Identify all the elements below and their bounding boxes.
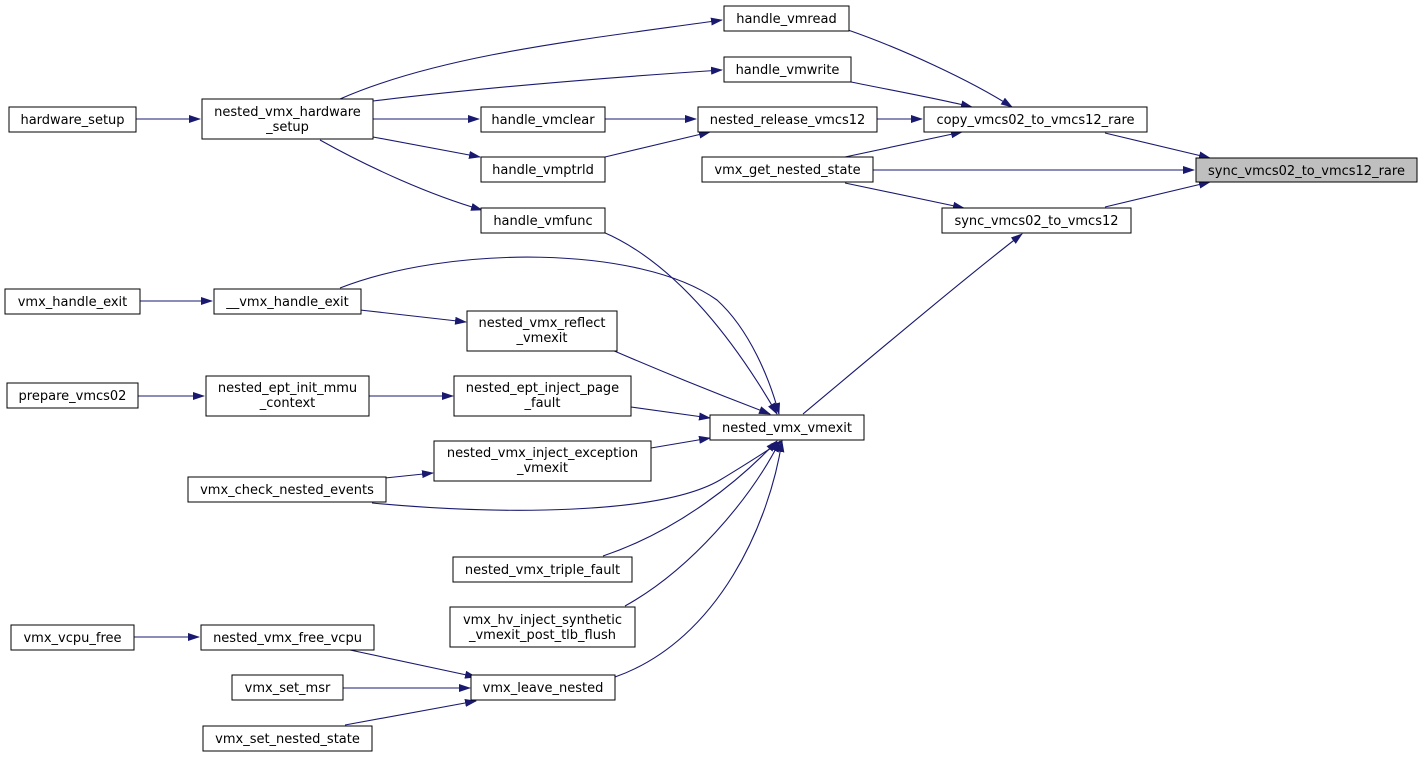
node-nested-ept-inject-page-fault[interactable]: nested_ept_inject_page _fault bbox=[453, 375, 632, 417]
svg-text:copy_vmcs02_to_vmcs12_rare: copy_vmcs02_to_vmcs12_rare bbox=[936, 113, 1134, 128]
edge-hw-to-vmfunc bbox=[319, 139, 483, 211]
edge-copy-rare-to-root bbox=[1104, 132, 1211, 160]
node-vmx-hv-inject-synthetic-vmexit[interactable]: vmx_hv_inject_synthetic _vmexit_post_tlb… bbox=[449, 606, 636, 648]
edge-vmptrld-to-release bbox=[604, 130, 711, 158]
svg-text:vmx_leave_nested: vmx_leave_nested bbox=[483, 681, 604, 696]
edge-leave-nested-to-vmexit bbox=[614, 440, 785, 678]
node-nested-vmx-free-vcpu[interactable]: nested_vmx_free_vcpu bbox=[200, 624, 375, 651]
svg-text:prepare_vmcs02: prepare_vmcs02 bbox=[19, 389, 127, 404]
edge-get-nested-state-to-copy-rare bbox=[844, 130, 963, 158]
node-vmx-handle-exit[interactable]: vmx_handle_exit bbox=[4, 288, 141, 315]
node-nested-release-vmcs12[interactable]: nested_release_vmcs12 bbox=[697, 106, 878, 133]
edge-handle-exit-to-vmexit bbox=[339, 256, 781, 415]
node-handle-vmfunc[interactable]: handle_vmfunc bbox=[480, 207, 606, 234]
node-handle-vmptrld[interactable]: handle_vmptrld bbox=[480, 156, 606, 183]
svg-text:_vmexit: _vmexit bbox=[516, 461, 568, 476]
svg-text:nested_vmx_vmexit: nested_vmx_vmexit bbox=[722, 421, 852, 436]
svg-text:handle_vmfunc: handle_vmfunc bbox=[493, 214, 592, 229]
edge-vmexit-to-sync bbox=[802, 233, 1023, 415]
node-handle-vmwrite[interactable]: handle_vmwrite bbox=[723, 56, 852, 83]
edge-hw-to-vmwrite bbox=[372, 66, 723, 102]
edge-check-events-to-inject-exc bbox=[384, 470, 434, 479]
edge-vmfunc-to-vmexit bbox=[602, 231, 778, 415]
edge-set-nested-state-to-leave bbox=[344, 699, 477, 726]
node-sync-vmcs02-to-vmcs12-rare[interactable]: sync_vmcs02_to_vmcs12_rare bbox=[1195, 157, 1418, 183]
node-prepare-vmcs02[interactable]: prepare_vmcs02 bbox=[6, 382, 139, 409]
svg-text:nested_vmx_inject_exception: nested_vmx_inject_exception bbox=[447, 446, 638, 461]
node-nested-vmx-vmexit[interactable]: nested_vmx_vmexit bbox=[709, 414, 865, 441]
edge-hv-inject-to-vmexit bbox=[624, 440, 781, 607]
svg-text:nested_vmx_free_vcpu: nested_vmx_free_vcpu bbox=[213, 631, 362, 646]
edge-ept-fault-to-vmexit bbox=[630, 406, 711, 421]
node-vmx-check-nested-events[interactable]: vmx_check_nested_events bbox=[187, 476, 387, 503]
svg-text:_context: _context bbox=[259, 396, 316, 411]
edge-inner-handle-exit-to-reflect bbox=[359, 309, 467, 325]
node-nested-vmx-triple-fault[interactable]: nested_vmx_triple_fault bbox=[452, 556, 633, 583]
edge-hw-to-vmptrld bbox=[372, 136, 481, 159]
node-vmx-vcpu-free[interactable]: vmx_vcpu_free bbox=[10, 624, 135, 651]
node-nested-ept-init-mmu-context[interactable]: nested_ept_init_mmu _context bbox=[205, 375, 370, 417]
svg-text:nested_ept_init_mmu: nested_ept_init_mmu bbox=[218, 381, 357, 396]
edge-hw-to-vmread bbox=[339, 17, 723, 100]
node-vmx-set-nested-state[interactable]: vmx_set_nested_state bbox=[202, 725, 373, 752]
svg-text:nested_vmx_hardware: nested_vmx_hardware bbox=[214, 105, 361, 120]
edge-vmwrite-to-copy-rare bbox=[850, 81, 973, 109]
svg-text:vmx_handle_exit: vmx_handle_exit bbox=[18, 295, 128, 310]
svg-text:nested_vmx_triple_fault: nested_vmx_triple_fault bbox=[465, 563, 620, 578]
node-handle-vmclear[interactable]: handle_vmclear bbox=[480, 106, 606, 133]
svg-text:_setup: _setup bbox=[265, 120, 309, 135]
svg-text:_vmexit: _vmexit bbox=[515, 331, 567, 346]
svg-text:handle_vmread: handle_vmread bbox=[736, 12, 836, 27]
edge-free-vcpu-to-leave bbox=[349, 649, 477, 679]
svg-text:handle_vmptrld: handle_vmptrld bbox=[492, 163, 594, 178]
edge-inject-exc-to-vmexit bbox=[650, 435, 711, 449]
edge-sync-vmcs12-to-root bbox=[1104, 180, 1211, 208]
svg-text:vmx_check_nested_events: vmx_check_nested_events bbox=[200, 483, 374, 498]
node-nested-vmx-inject-exception-vmexit[interactable]: nested_vmx_inject_exception _vmexit bbox=[433, 440, 652, 482]
svg-text:handle_vmclear: handle_vmclear bbox=[491, 113, 595, 128]
svg-text:vmx_hv_inject_synthetic: vmx_hv_inject_synthetic bbox=[463, 613, 622, 628]
svg-text:vmx_vcpu_free: vmx_vcpu_free bbox=[23, 631, 121, 646]
svg-text:vmx_set_nested_state: vmx_set_nested_state bbox=[215, 732, 360, 747]
node-inner-vmx-handle-exit[interactable]: __vmx_handle_exit bbox=[213, 288, 362, 315]
svg-text:sync_vmcs02_to_vmcs12: sync_vmcs02_to_vmcs12 bbox=[954, 214, 1118, 229]
node-vmx-set-msr[interactable]: vmx_set_msr bbox=[231, 674, 344, 701]
svg-text:nested_release_vmcs12: nested_release_vmcs12 bbox=[710, 113, 866, 128]
node-vmx-leave-nested[interactable]: vmx_leave_nested bbox=[470, 674, 616, 701]
node-sync-vmcs02-to-vmcs12[interactable]: sync_vmcs02_to_vmcs12 bbox=[941, 207, 1132, 234]
svg-text:__vmx_handle_exit: __vmx_handle_exit bbox=[225, 295, 349, 310]
svg-text:handle_vmwrite: handle_vmwrite bbox=[736, 63, 840, 78]
node-vmx-get-nested-state[interactable]: vmx_get_nested_state bbox=[701, 156, 874, 183]
nodes: sync_vmcs02_to_vmcs12_rare copy_vmcs02_t… bbox=[4, 5, 1418, 752]
edge-vmread-to-copy-rare bbox=[847, 29, 1013, 108]
node-hardware-setup[interactable]: hardware_setup bbox=[8, 106, 137, 133]
node-nested-vmx-reflect-vmexit[interactable]: nested_vmx_reflect _vmexit bbox=[466, 310, 618, 352]
edge-check-events-to-vmexit bbox=[371, 440, 783, 511]
svg-text:hardware_setup: hardware_setup bbox=[20, 113, 124, 128]
svg-text:vmx_set_msr: vmx_set_msr bbox=[245, 681, 331, 696]
edges bbox=[134, 17, 1211, 726]
svg-text:nested_vmx_reflect: nested_vmx_reflect bbox=[479, 316, 606, 331]
edge-reflect-to-vmexit bbox=[611, 349, 771, 415]
svg-text:sync_vmcs02_to_vmcs12_rare: sync_vmcs02_to_vmcs12_rare bbox=[1208, 164, 1405, 179]
node-nested-vmx-hardware-setup[interactable]: nested_vmx_hardware _setup bbox=[201, 98, 374, 140]
node-copy-vmcs02-to-vmcs12-rare[interactable]: copy_vmcs02_to_vmcs12_rare bbox=[923, 106, 1148, 133]
svg-text:_fault: _fault bbox=[524, 396, 561, 411]
svg-text:_vmexit_post_tlb_flush: _vmexit_post_tlb_flush bbox=[468, 628, 616, 643]
edge-get-nested-state-to-sync bbox=[844, 182, 965, 210]
svg-text:nested_ept_inject_page: nested_ept_inject_page bbox=[466, 381, 619, 396]
edge-triple-fault-to-vmexit bbox=[602, 440, 778, 557]
svg-text:vmx_get_nested_state: vmx_get_nested_state bbox=[714, 163, 860, 178]
node-handle-vmread[interactable]: handle_vmread bbox=[723, 5, 850, 32]
